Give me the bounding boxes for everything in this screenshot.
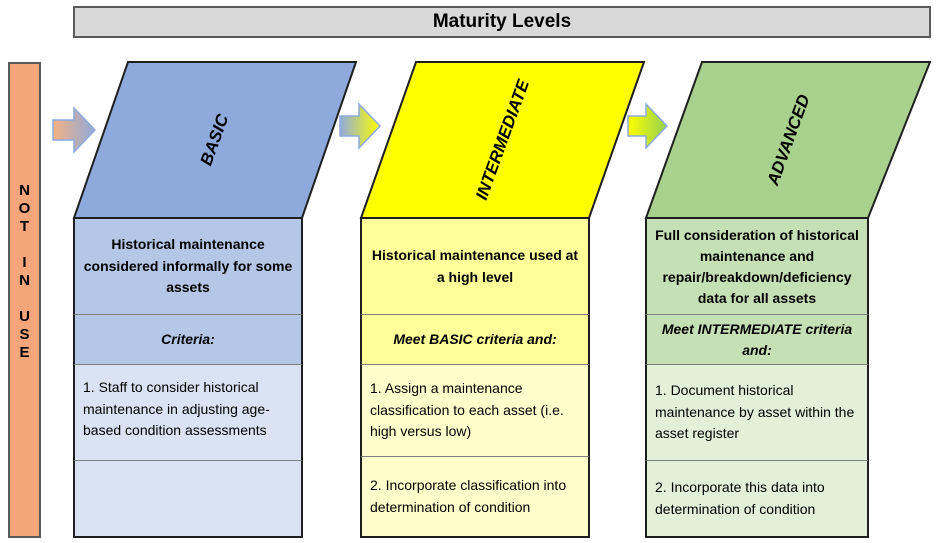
intermediate-item: 2. Incorporate classification into deter… bbox=[360, 457, 590, 538]
intermediate-item-text: 1. Assign a maintenance classification t… bbox=[370, 379, 564, 440]
basic-item-text: 1. Staff to consider historical maintena… bbox=[83, 379, 270, 439]
intermediate-item: 1. Assign a maintenance classification t… bbox=[360, 365, 590, 457]
not-in-use-letter: N bbox=[19, 182, 30, 199]
not-in-use-letter: T bbox=[19, 218, 30, 235]
advanced-criteria-text: Meet INTERMEDIATE criteria and: bbox=[661, 320, 853, 358]
intermediate-item-text: 2. Incorporate classification into deter… bbox=[370, 476, 567, 515]
arrow-icon bbox=[627, 102, 669, 150]
advanced-description-text: Full consideration of historical mainten… bbox=[655, 226, 859, 306]
basic-item-empty bbox=[73, 461, 303, 538]
advanced-criteria: Meet INTERMEDIATE criteria and: bbox=[645, 315, 869, 365]
intermediate-criteria: Meet BASIC criteria and: bbox=[360, 315, 590, 365]
intermediate-description-text: Historical maintenance used at a high le… bbox=[371, 246, 579, 285]
advanced-item-text: 2. Incorporate this data into determinat… bbox=[655, 478, 825, 517]
basic-criteria-text: Criteria: bbox=[161, 330, 215, 347]
advanced-item-text: 1. Document historical maintenance by as… bbox=[655, 381, 855, 442]
maturity-levels-title: Maturity Levels bbox=[73, 6, 931, 38]
intermediate-criteria-text: Meet BASIC criteria and: bbox=[393, 330, 557, 347]
not-in-use-letter: I bbox=[22, 254, 27, 271]
not-in-use-letter: U bbox=[19, 308, 30, 325]
advanced-item: 2. Incorporate this data into determinat… bbox=[645, 461, 869, 538]
advanced-item: 1. Document historical maintenance by as… bbox=[645, 365, 869, 461]
not-in-use-letter: S bbox=[19, 326, 30, 343]
arrow-icon bbox=[52, 106, 97, 154]
intermediate-description: Historical maintenance used at a high le… bbox=[360, 217, 590, 315]
basic-description-text: Historical maintenance considered inform… bbox=[83, 235, 293, 296]
basic-description: Historical maintenance considered inform… bbox=[73, 217, 303, 315]
basic-item: 1. Staff to consider historical maintena… bbox=[73, 365, 303, 461]
not-in-use-letter: E bbox=[19, 344, 30, 361]
not-in-use-bar: N O T I N U S E bbox=[8, 62, 41, 538]
advanced-description: Full consideration of historical mainten… bbox=[645, 217, 869, 315]
arrow-icon bbox=[339, 102, 382, 150]
basic-criteria: Criteria: bbox=[73, 315, 303, 365]
not-in-use-letter: O bbox=[18, 200, 31, 217]
not-in-use-letter: N bbox=[19, 272, 30, 289]
